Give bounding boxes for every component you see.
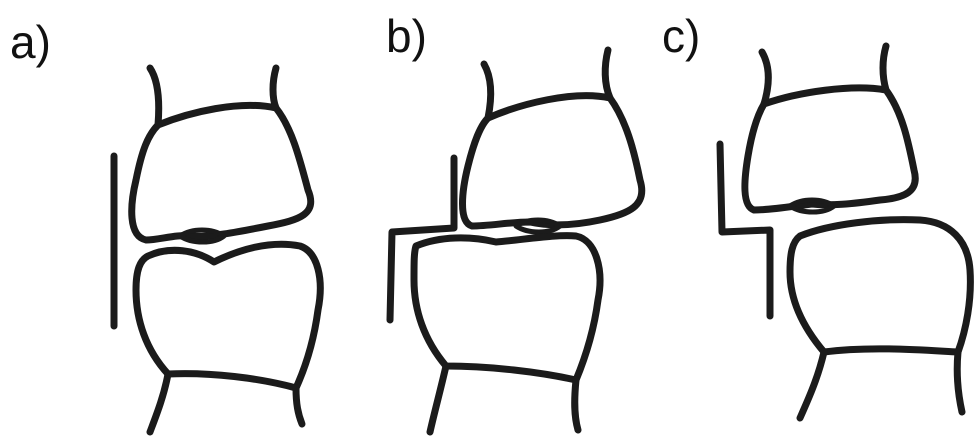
panel-c-tibia-shaft-right — [957, 352, 962, 412]
panel-a-femur-shaft-left — [150, 68, 159, 125]
panel-b-label: b) — [386, 10, 427, 62]
panel-a-femur-shaft-right — [273, 68, 276, 108]
panel-b-femur-condyle — [463, 96, 642, 226]
panel-b-tibia-shaft-left — [430, 366, 446, 432]
panel-c-tibia-shaft-left — [800, 352, 824, 418]
panel-a-tibia-shaft-right — [296, 388, 302, 424]
panel-b-femur-shaft-right — [605, 50, 610, 98]
panel-c-label: c) — [662, 10, 700, 62]
panel-a: a) — [10, 16, 320, 432]
panel-a-femur-condyle — [132, 105, 311, 240]
panel-a-tibia-shaft-left — [150, 374, 168, 432]
panel-b-tibia — [414, 236, 600, 380]
panel-a-tibia — [136, 244, 320, 388]
panel-c: c) — [662, 10, 970, 418]
panel-a-label: a) — [10, 16, 51, 68]
panel-b-femur-shaft-left — [484, 64, 491, 118]
panel-b: b) — [386, 10, 642, 432]
panel-c-femur-shaft-left — [762, 52, 768, 104]
panel-b-tibia-shaft-right — [575, 380, 578, 430]
panel-c-femur-condyle — [745, 88, 915, 210]
panel-c-tibia — [790, 220, 970, 352]
panel-c-femur-shaft-right — [883, 46, 886, 90]
